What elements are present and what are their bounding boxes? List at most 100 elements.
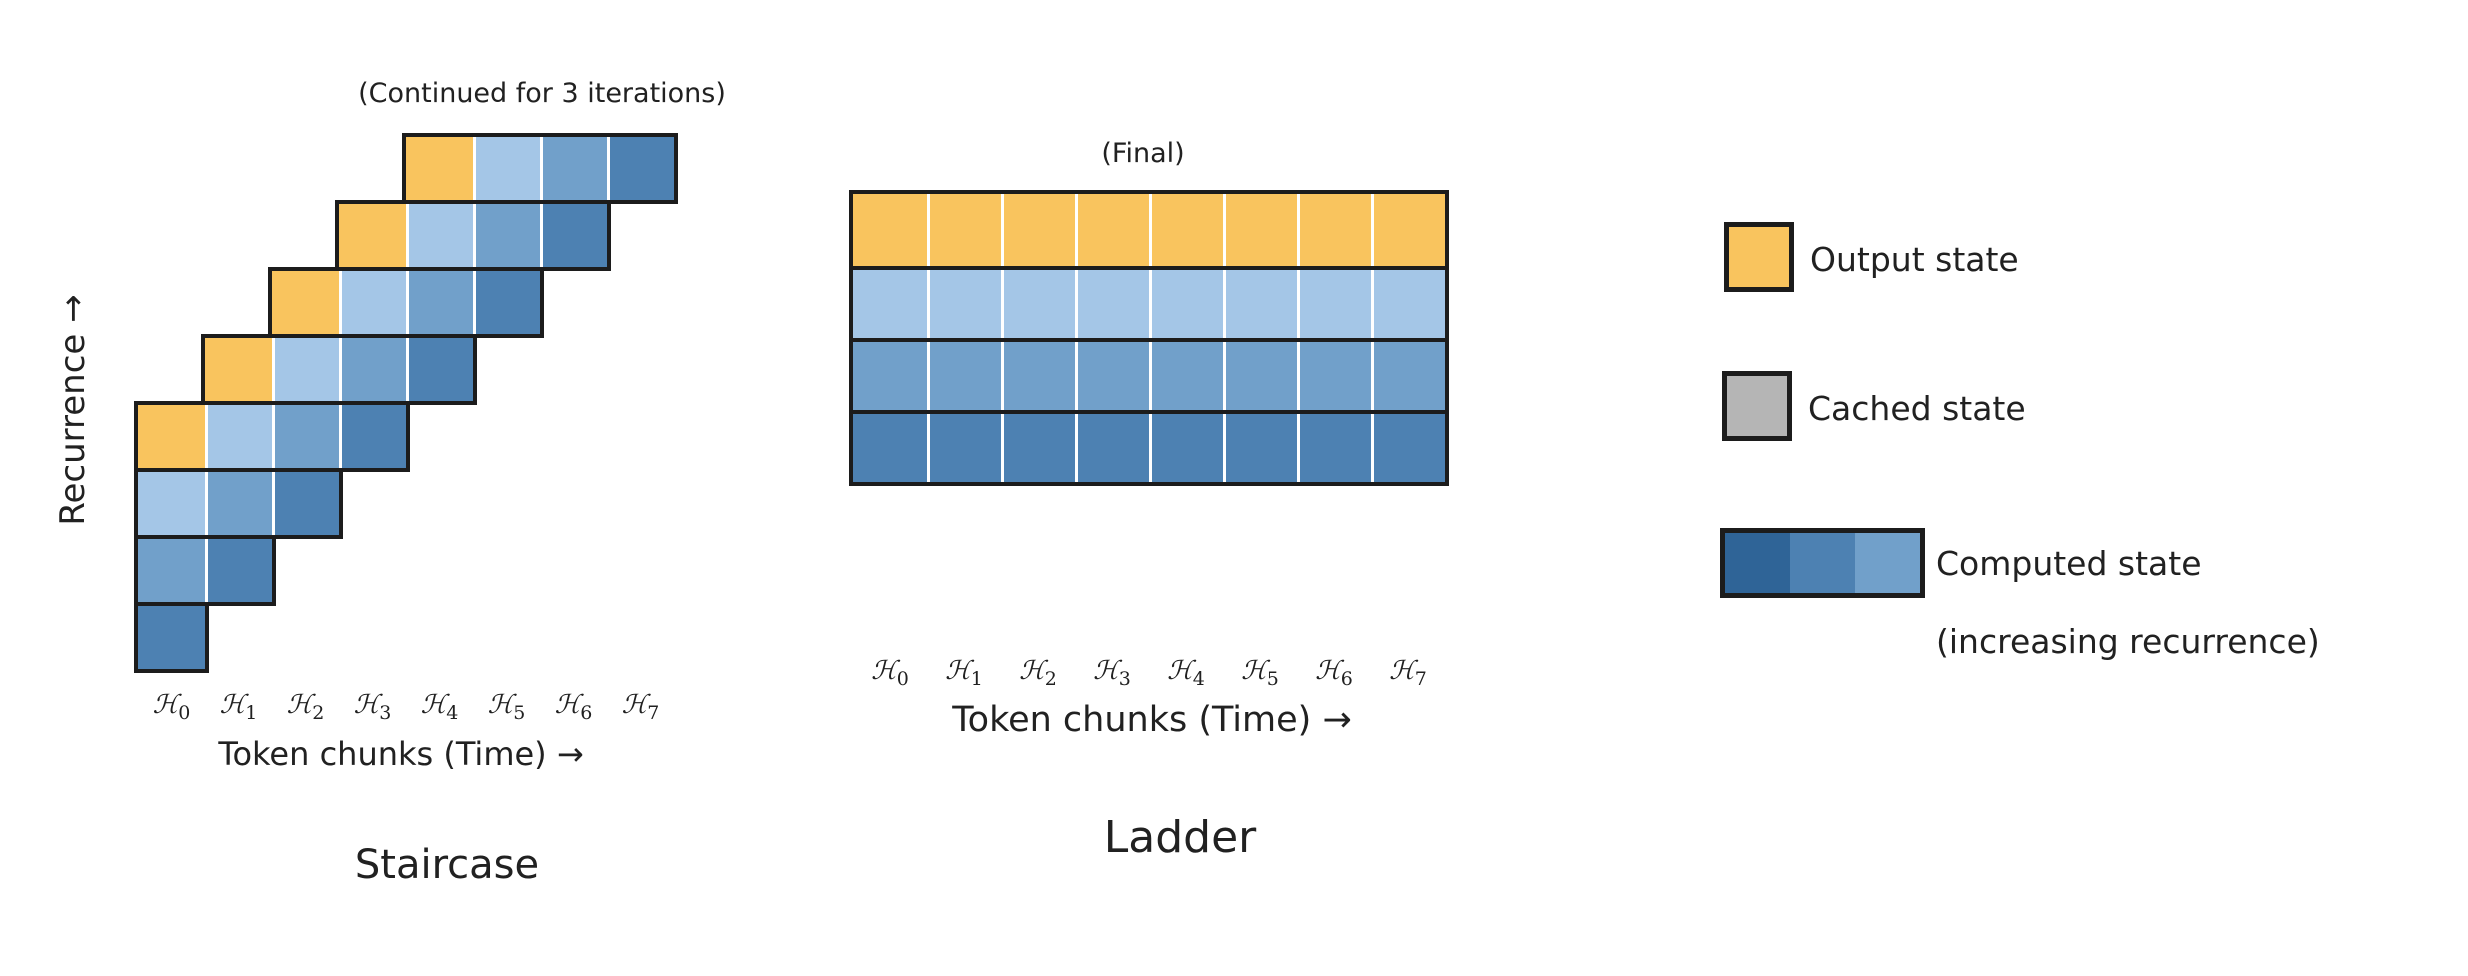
state-cell-computed_medium	[1149, 342, 1223, 410]
chunk-label: ℋ3	[353, 690, 392, 725]
chunk-label: ℋ1	[945, 656, 983, 691]
state-cell-computed_medium	[1075, 342, 1149, 410]
chunk-label: ℋ4	[1167, 656, 1205, 691]
state-cell-computed_light	[853, 270, 927, 338]
chunk-label: ℋ0	[152, 690, 191, 725]
state-cell-computed_dark	[540, 204, 607, 267]
state-cell-computed_dark	[1075, 414, 1149, 482]
ladder-title: Ladder	[1103, 812, 1257, 863]
chunk-label: ℋ0	[871, 656, 909, 691]
chunk-label: ℋ7	[621, 690, 660, 725]
state-cell-computed_dark	[138, 606, 205, 669]
state-cell-computed_light	[1001, 270, 1075, 338]
chunk-label: ℋ5	[487, 690, 526, 725]
ladder-row	[853, 338, 1445, 410]
staircase-row	[134, 468, 343, 539]
state-cell-computed_medium	[473, 204, 540, 267]
staircase-x-axis-label: Token chunks (Time) →	[218, 735, 584, 773]
legend-gradient-segment-computed_darkest	[1725, 533, 1790, 593]
legend-gradient-segment-computed_medium	[1855, 533, 1920, 593]
ladder-annotation: (Final)	[1101, 138, 1185, 169]
state-cell-output	[1001, 194, 1075, 266]
state-cell-output	[205, 338, 272, 401]
chunk-label: ℋ6	[554, 690, 593, 725]
chunk-label: ℋ1	[219, 690, 258, 725]
state-cell-computed_light	[1075, 270, 1149, 338]
state-cell-computed_light	[927, 270, 1001, 338]
state-cell-output	[1149, 194, 1223, 266]
state-cell-computed_medium	[205, 472, 272, 535]
state-cell-output	[272, 271, 339, 334]
legend-gradient-segment-computed_dark	[1790, 533, 1855, 593]
state-cell-output	[138, 405, 205, 468]
legend-label-output: Output state	[1810, 240, 2019, 279]
state-cell-computed_light	[1297, 270, 1371, 338]
state-cell-computed_medium	[1001, 342, 1075, 410]
staircase-row	[268, 267, 544, 338]
state-cell-computed_light	[1371, 270, 1445, 338]
state-cell-computed_dark	[607, 137, 674, 200]
state-cell-computed_dark	[1149, 414, 1223, 482]
state-cell-computed_light	[473, 137, 540, 200]
state-cell-computed_dark	[1297, 414, 1371, 482]
state-cell-computed_medium	[853, 342, 927, 410]
state-cell-computed_dark	[1223, 414, 1297, 482]
state-cell-computed_dark	[1001, 414, 1075, 482]
state-cell-computed_light	[406, 204, 473, 267]
state-cell-computed_light	[1149, 270, 1223, 338]
state-cell-computed_medium	[272, 405, 339, 468]
state-cell-computed_light	[1223, 270, 1297, 338]
state-cell-computed_dark	[406, 338, 473, 401]
chunk-label: ℋ4	[420, 690, 459, 725]
state-cell-output	[1371, 194, 1445, 266]
ladder-row	[853, 194, 1445, 266]
staircase-row	[134, 401, 410, 472]
state-cell-output	[406, 137, 473, 200]
legend-label-computed: Computed state	[1936, 544, 2202, 583]
state-cell-computed_medium	[138, 539, 205, 602]
state-cell-computed_light	[205, 405, 272, 468]
state-cell-computed_dark	[205, 539, 272, 602]
staircase-row	[134, 602, 209, 673]
state-cell-computed_dark	[339, 405, 406, 468]
state-cell-computed_medium	[339, 338, 406, 401]
chunk-label: ℋ6	[1315, 656, 1353, 691]
state-cell-output	[339, 204, 406, 267]
legend-swatch-computed	[1720, 528, 1925, 598]
legend-swatch-output	[1724, 222, 1794, 292]
legend-sublabel-computed: (increasing recurrence)	[1936, 622, 2320, 661]
chunk-label: ℋ7	[1389, 656, 1427, 691]
staircase-annotation: (Continued for 3 iterations)	[358, 78, 726, 109]
state-cell-output	[1297, 194, 1371, 266]
state-cell-output	[1223, 194, 1297, 266]
state-cell-output	[1075, 194, 1149, 266]
state-cell-computed_light	[272, 338, 339, 401]
chunk-label: ℋ5	[1241, 656, 1279, 691]
state-cell-computed_dark	[853, 414, 927, 482]
ladder-row	[853, 410, 1445, 482]
staircase-row	[201, 334, 477, 405]
state-cell-computed_medium	[540, 137, 607, 200]
ladder-grid	[849, 190, 1449, 486]
chunk-label: ℋ2	[286, 690, 325, 725]
state-cell-computed_medium	[927, 342, 1001, 410]
state-cell-computed_dark	[1371, 414, 1445, 482]
state-cell-output	[853, 194, 927, 266]
state-cell-computed_light	[138, 472, 205, 535]
legend-swatch-cached	[1722, 371, 1792, 441]
staircase-row	[134, 535, 276, 606]
chunk-label: ℋ3	[1093, 656, 1131, 691]
state-cell-computed_dark	[927, 414, 1001, 482]
ladder-x-axis-label: Token chunks (Time) →	[952, 700, 1352, 740]
state-cell-computed_medium	[1297, 342, 1371, 410]
ladder-row	[853, 266, 1445, 338]
recurrence-axis-label: Recurrence →	[53, 294, 93, 526]
state-cell-computed_dark	[473, 271, 540, 334]
chunk-label: ℋ2	[1019, 656, 1057, 691]
state-cell-computed_medium	[1371, 342, 1445, 410]
staircase-title: Staircase	[354, 842, 540, 888]
state-cell-computed_light	[339, 271, 406, 334]
legend-label-cached: Cached state	[1808, 389, 2026, 428]
state-cell-computed_medium	[1223, 342, 1297, 410]
